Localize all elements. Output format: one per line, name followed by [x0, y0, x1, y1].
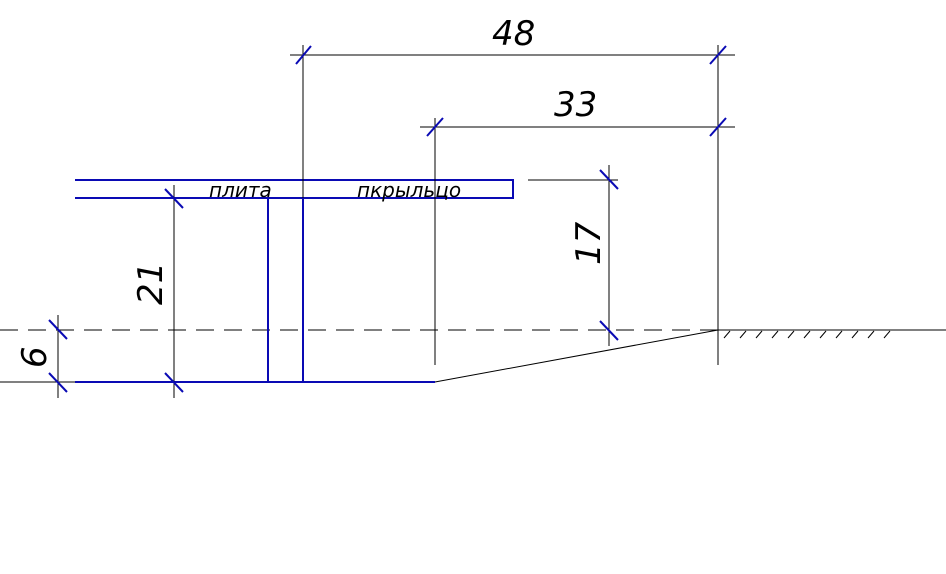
- slab-label: плита: [209, 178, 272, 202]
- porch-label: пкрыльцо: [357, 178, 461, 202]
- dimension-48-text: 48: [492, 14, 535, 54]
- dimension-6-text: 6: [15, 346, 55, 368]
- ground-hatching: [723, 330, 891, 339]
- porch-slab-outline: [75, 179, 514, 199]
- tick-21-top: [164, 188, 184, 209]
- dimension-17-text: 17: [569, 221, 609, 265]
- tick-33-left: [426, 117, 444, 137]
- tick-21-bottom: [164, 372, 184, 393]
- dimension-33-text: 33: [554, 85, 597, 125]
- ground-slope-line: [434, 329, 719, 383]
- dimension-21-text: 21: [131, 262, 171, 305]
- tick-33-right: [709, 117, 727, 137]
- tick-48-right: [709, 45, 727, 65]
- tick-48-left: [295, 45, 312, 65]
- tick-17-bottom: [599, 320, 619, 341]
- tick-17-top: [599, 169, 619, 190]
- tick-6-top: [48, 319, 68, 340]
- tick-6-bottom: [48, 372, 68, 393]
